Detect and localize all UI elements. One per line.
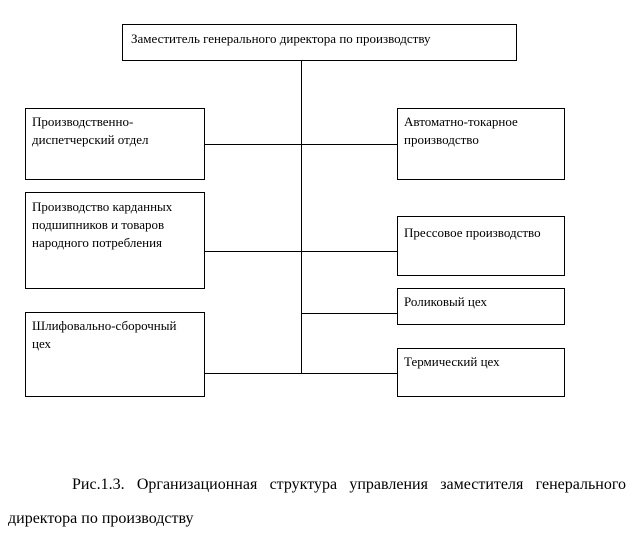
heat-treatment-shop-label: Термический цех xyxy=(404,354,500,369)
grinding-assembly-shop-box: Шлифовально-сборочный цех xyxy=(25,312,205,397)
connector-right-1 xyxy=(301,144,398,145)
grinding-assembly-shop-label: Шлифовально-сборочный цех xyxy=(32,318,177,351)
roller-shop-label: Роликовый цех xyxy=(404,294,487,309)
dispatch-department-label: Производственно-диспетчерский отдел xyxy=(32,114,149,147)
trunk-line xyxy=(301,60,302,374)
dispatch-department-box: Производственно-диспетчерский отдел xyxy=(25,108,205,180)
connector-right-2 xyxy=(301,251,398,252)
cardan-bearings-production-label: Производство карданных подшипников и тов… xyxy=(32,199,173,250)
automatic-turning-production-label: Автоматно-токарное производство xyxy=(404,114,518,147)
connector-left-3 xyxy=(204,373,302,374)
heat-treatment-shop-box: Термический цех xyxy=(397,348,565,397)
cardan-bearings-production-box: Производство карданных подшипников и тов… xyxy=(25,192,205,289)
org-chart: Заместитель генерального директора по пр… xyxy=(25,24,565,397)
roller-shop-box: Роликовый цех xyxy=(397,288,565,325)
connector-left-2 xyxy=(204,251,302,252)
figure-caption: Рис.1.3. Организационная структура управ… xyxy=(8,476,626,527)
connector-right-3 xyxy=(301,313,398,314)
press-production-box: Прессовое производство xyxy=(397,216,565,276)
deputy-director-box: Заместитель генерального директора по пр… xyxy=(122,24,517,61)
deputy-director-label: Заместитель генерального директора по пр… xyxy=(131,31,431,46)
connector-left-1 xyxy=(204,144,302,145)
automatic-turning-production-box: Автоматно-токарное производство xyxy=(397,108,565,180)
press-production-label: Прессовое производство xyxy=(404,225,541,240)
connector-right-4 xyxy=(301,373,398,374)
